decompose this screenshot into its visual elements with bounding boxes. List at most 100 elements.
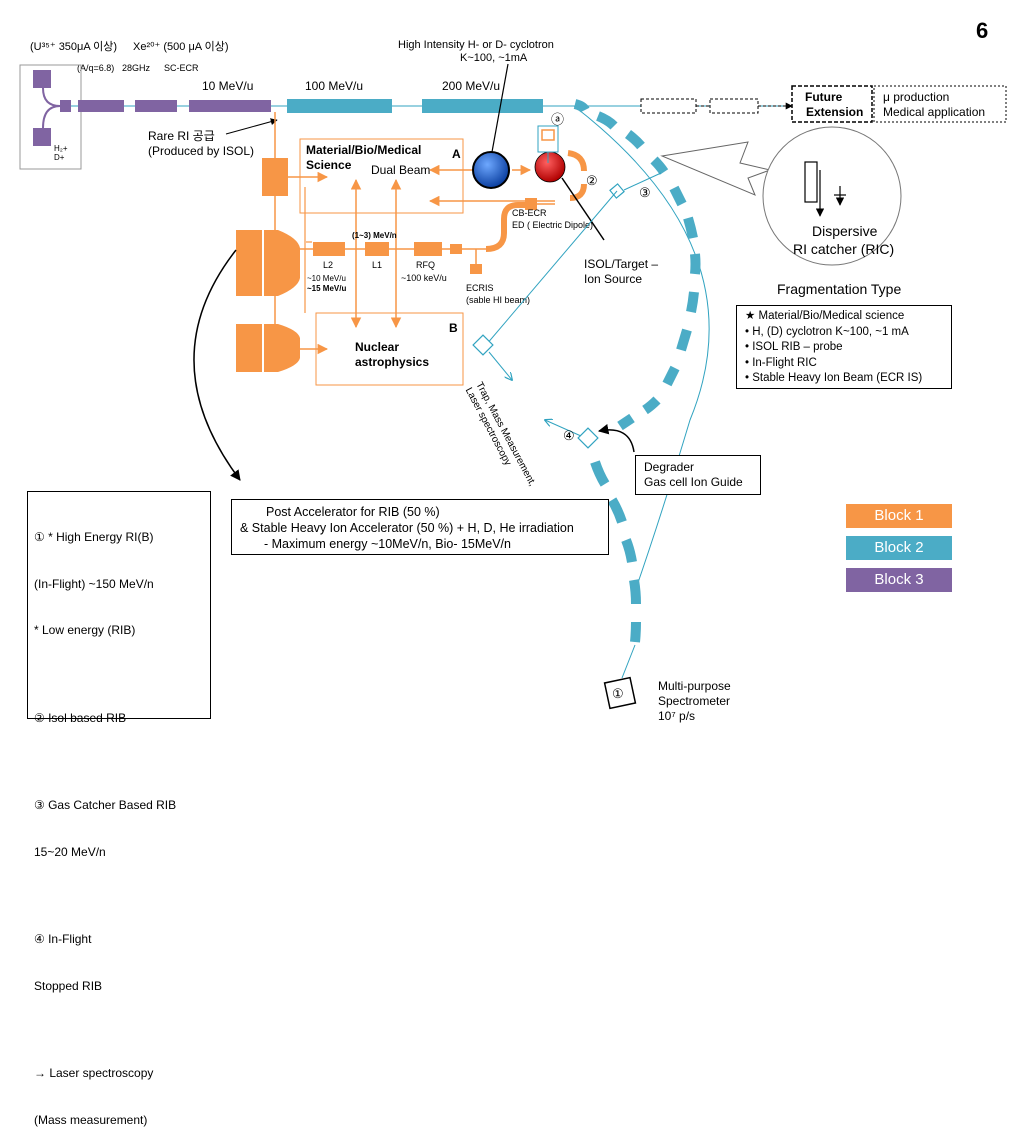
degrader-device <box>577 427 599 449</box>
isol-target <box>534 151 566 183</box>
legend-block-1: Block 1 <box>846 504 952 528</box>
rib-type-line: ① * High Energy RI(B) <box>34 530 154 544</box>
legend-block-2-label: Block 2 <box>874 539 924 556</box>
block3-segment <box>135 100 177 112</box>
rib-type-line: (Mass measurement) <box>34 1112 148 1127</box>
spectrometer-line1: Multi-purpose <box>658 679 731 693</box>
area-a-title1: Material/Bio/Medical <box>306 143 421 157</box>
source-ghz-label: 28GHz <box>122 63 151 73</box>
future-segment <box>709 98 759 114</box>
isol-target-line2: Ion Source <box>584 272 642 286</box>
cyclotron-label-line1: High Intensity H- or D- cyclotron <box>398 39 554 51</box>
trap-device <box>472 334 494 356</box>
l2-cavity <box>313 242 345 256</box>
degrader-box: Degrader Gas cell Ion Guide <box>635 455 761 495</box>
out-energy-2: ~15 MeV/u <box>307 284 346 293</box>
marker-1: ① <box>612 686 624 701</box>
area-a-box <box>299 138 464 214</box>
ric-catcher <box>804 161 818 203</box>
ecr-source-lower <box>33 128 51 146</box>
source-u-label: (U³⁵⁺ 350μA 이상) <box>30 40 117 53</box>
energy-100: 100 MeV/u <box>305 79 363 93</box>
energy-10: 10 MeV/u <box>202 79 253 93</box>
rare-ri-line1: Rare RI 공급 <box>148 129 215 143</box>
fragmentation-title: Fragmentation Type <box>777 281 901 297</box>
block3-segment <box>189 100 271 112</box>
rib-type-line: Stopped RIB <box>34 978 103 993</box>
legend-block-2: Block 2 <box>846 536 952 560</box>
marker-2: ② <box>586 173 598 188</box>
mu-production-box <box>873 85 1007 123</box>
legend-block-1-label: Block 1 <box>874 507 924 524</box>
marker-4: ④ <box>563 428 575 443</box>
future-line2: Extension <box>806 105 863 119</box>
block1-magnet <box>236 230 262 296</box>
page-number: 6 <box>976 18 989 43</box>
cb-ecr-line1: CB-ECR <box>512 208 547 218</box>
area-a-subtitle: Dual Beam <box>371 163 430 177</box>
rare-ri-line2: (Produced by ISOL) <box>148 144 254 158</box>
l1-cavity <box>365 242 389 256</box>
energy-200: 200 MeV/u <box>442 79 500 93</box>
degrader-line1: Degrader <box>644 460 695 474</box>
rfq-cavity <box>414 242 442 256</box>
marker-a: ⓐ <box>551 112 564 127</box>
l1-label: L1 <box>372 260 382 270</box>
mu-line1: μ production <box>883 90 949 104</box>
rfq-energy: ~100 keV/u <box>401 273 447 283</box>
block1-magnet <box>264 230 300 296</box>
post-acc-line3: - Maximum energy ~10MeV/n, Bio- 15MeV/n <box>264 537 511 551</box>
block1-magnet <box>236 324 262 372</box>
ion-source-box <box>19 64 82 170</box>
fragmentation-item: • Stable Heavy Ion Beam (ECR IS) <box>745 372 923 384</box>
degrader-line2: Gas cell Ion Guide <box>644 475 743 489</box>
rfq-label: RFQ <box>416 260 435 270</box>
fragmentation-item: • ISOL RIB – probe <box>745 341 843 353</box>
rib-type-spacer <box>34 670 210 680</box>
post-acc-line1: Post Accelerator for RIB (50 %) <box>266 505 440 519</box>
trap-line1: Trap, Mass Measurement, <box>473 380 537 488</box>
ecris-line2: (sable HI beam) <box>466 295 530 305</box>
rib-type-line: 15~20 MeV/n <box>34 844 106 859</box>
rib-type-line: (In-Flight) ~150 MeV/n <box>34 576 154 591</box>
block3-segment <box>60 100 71 112</box>
mu-line2: Medical application <box>883 105 985 119</box>
future-extension-box <box>791 85 873 123</box>
target-a <box>541 129 555 141</box>
future-segment <box>640 98 697 114</box>
isol-target-line1: ISOL/Target – <box>584 257 658 271</box>
cyclotron-label-line2: K~100, ~1mA <box>460 52 528 64</box>
ecr-source-upper <box>33 70 51 88</box>
spectrometer <box>603 676 637 710</box>
fragmentation-item: • In-Flight RIC <box>745 356 817 369</box>
area-a-title2: Science <box>306 158 352 172</box>
legend-block-3-label: Block 3 <box>874 571 924 588</box>
h2-label: H₂+ <box>54 144 68 153</box>
rib-type-line: → Laser spectroscopy <box>34 1066 154 1080</box>
rib-type-line: ③ Gas Catcher Based RIB <box>34 798 177 812</box>
ric-circle <box>762 126 902 266</box>
rib-type-spacer <box>34 757 210 767</box>
fragmentation-item: • H, (D) cyclotron K~100, ~1 mA <box>745 325 909 338</box>
d-label: D+ <box>54 153 65 162</box>
post-accelerator-box: Post Accelerator for RIB (50 %) & Stable… <box>231 499 609 555</box>
fragmentation-item: ★ Material/Bio/Medical science <box>745 310 905 322</box>
rib-type-line: * Low energy (RIB) <box>34 623 136 637</box>
ric-line1: Dispersive <box>812 223 878 239</box>
post-acc-line2: & Stable Heavy Ion Accelerator (50 %) + … <box>240 521 574 535</box>
ric-line2: RI catcher (RIC) <box>793 241 894 257</box>
source-xe-label: Xe²⁰⁺ (500 μA 이상) <box>133 40 229 53</box>
marker-3: ③ <box>639 185 651 200</box>
facility-diagram: (U³⁵⁺ 350μA 이상) Xe²⁰⁺ (500 μA 이상) (A/q=6… <box>19 39 1007 723</box>
area-b-title1: Nuclear <box>355 340 399 354</box>
source-ecr-label: SC-ECR <box>164 63 199 73</box>
area-b-letter: B <box>449 321 458 335</box>
rib-type-box: ① * High Energy RI(B) (In-Flight) ~150 M… <box>27 491 211 1127</box>
block2-segment <box>287 99 392 113</box>
spectrometer-line3: 10⁷ p/s <box>658 709 695 723</box>
ecris-magnet <box>450 244 462 254</box>
rib-type-spacer <box>34 891 210 901</box>
fragmentation-list-box: ★ Material/Bio/Medical science • H, (D) … <box>736 305 952 389</box>
block1-magnet <box>262 158 288 196</box>
ecris-line1: ECRIS <box>466 283 494 293</box>
